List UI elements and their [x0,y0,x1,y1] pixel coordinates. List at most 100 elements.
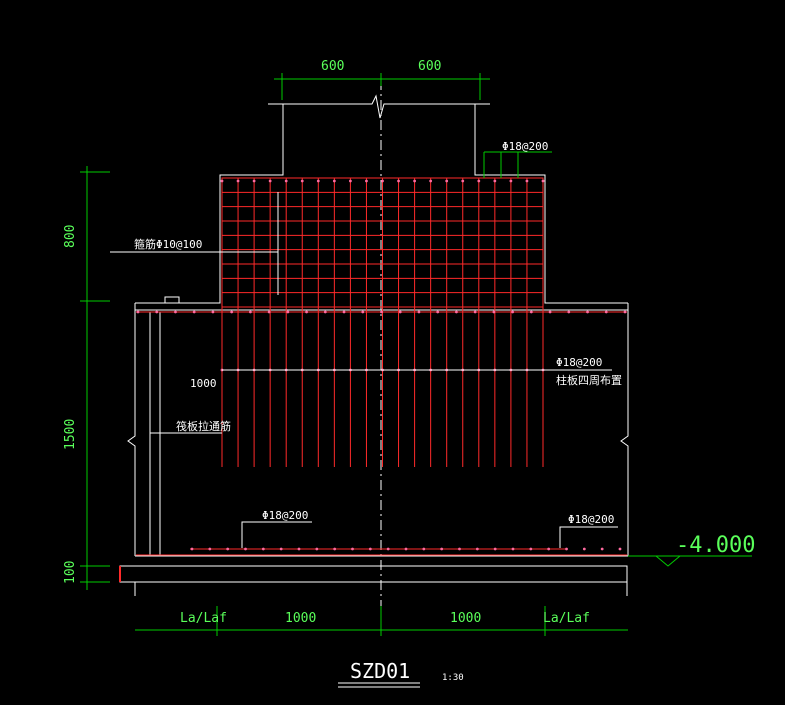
leader-bottom-right [559,526,618,548]
slab-bottom-bar-dot [297,547,301,551]
slab-top-bar-dot [492,310,496,314]
slab-bottom-bar-dot [458,547,461,551]
elev-triangle [655,555,681,567]
slab-bottom-bar-dot [351,547,354,551]
cage-top-bar-dot [493,179,497,183]
column-stub-left [135,103,284,304]
cage-top-bar-dot [413,179,416,183]
slab-bottom-bar-dot [547,547,551,551]
cage-top-bar-dot [365,179,368,183]
column-rebar-note: 柱板四周布置 [556,373,622,387]
slab-top-bar-dot [211,310,215,314]
cage-top-bar-dot [332,179,336,183]
label-texts: Φ18@200 箍筋Φ10@100 1000 Φ18@200 柱板四周布置 筏板… [134,140,622,526]
dimension-lines [80,73,752,636]
slab-bottom-bar-dot [208,547,212,551]
cage-top-bar-dot [220,179,224,183]
slab-top-bar-dot [473,310,477,314]
slab-bottom-bar-dot [190,547,194,551]
slab-bottom-bar-dot [600,547,604,551]
cage-top-bar-dot [397,179,400,183]
slab-left-edge [127,303,136,556]
dim-bottom-left-text: 1000 [285,611,316,626]
drawing-scale: 1:30 [442,673,464,683]
slab-top-bar-dot [192,310,196,314]
slab-top-bar-dot [398,310,402,314]
top-rebar-label: Φ18@200 [502,140,548,153]
cage-top-bar-dot [509,179,513,183]
cage-top-bar-dot [381,179,384,183]
slab-top-bar-dot [586,310,589,314]
dim-left-middle-text: 1500 [63,419,78,450]
dim-bottom-right-text: 1000 [450,611,481,626]
slab-top-bar-dot [286,310,290,314]
slab-bottom-bar-dot [315,547,319,551]
slab-top-bar-dot [380,310,383,314]
slab-top-bar-dot [136,310,140,314]
slab-bottom-bar-dot [529,547,533,551]
cage-top-bar-dot [236,179,240,183]
slab-bottom-bar-dot [582,547,586,551]
slab-top-bar-dot [455,310,458,314]
slab-bottom-bar-dot [244,547,247,551]
stirrup-label: 箍筋Φ10@100 [134,237,202,251]
slab-bottom-bar-dot [404,547,408,551]
drawing-title: SZD01 [350,659,410,683]
column-stub-right [474,103,628,304]
slab-top-bar-dot [511,310,515,314]
dim-top-left-text: 600 [321,59,344,74]
slab-top-bar-dot [436,310,440,314]
cage-top-bar-dot [445,179,449,183]
slab-top-bar-dot [174,310,177,314]
slab-top-bar-dot [623,310,627,314]
slab-bottom-bar-dot [261,547,265,551]
slab-top-bar-dot [342,310,346,314]
side-note-label: 筏板拉通筋 [176,419,231,433]
cage-top-bar-dot [525,179,529,183]
title-block: SZD01 1:30 [338,659,464,688]
cage-top-bar-dot [268,179,272,183]
slab-bottom-bar-dot [368,547,372,551]
slab-top-bar-dot [230,310,234,314]
slab-top-bar-dot [529,310,533,314]
leader-bottom-left [241,521,312,548]
elevation-text: -4.000 [676,533,755,558]
cage-top-bar-dot [316,179,320,183]
dim-left-lower-text: 100 [63,561,78,584]
slab-bottom-bar-dot [386,547,390,551]
leader-lines [110,192,618,548]
cage-top-bar-dot [477,179,481,183]
dim-top-right-text: 600 [418,59,441,74]
slab-bottom-bar-dot [226,547,230,551]
slab-top-bar-dot [248,310,252,314]
slab-bottom-bar-dot [493,547,497,551]
dim-bottom-anchor-right-text: La/Laf [543,611,590,626]
cage-top-bar-dot [429,179,433,183]
slab-top-bar-dot [155,310,159,314]
bottom-rebar-right-label: Φ18@200 [568,513,614,526]
slab-bottom-bar-dot [422,547,426,551]
middle-value-label: 1000 [190,377,217,390]
rebar-group [119,177,627,582]
slab-bottom-bar-dot [279,547,283,551]
cage-top-bar-dot [300,179,304,183]
slab-top-bar-dot [604,310,608,314]
dim-left-upper-text: 800 [63,225,78,248]
slab-bottom-bar-dot [618,547,622,551]
slab-bottom-bar-dot [333,547,337,551]
cage-top-bar-dot [349,179,352,183]
cage-top-bar-dot [252,179,256,183]
slab-right-edge [620,303,629,556]
dimension-texts: 600 600 800 1500 100 La/Laf 1000 1000 La… [63,59,755,626]
slab-top-bar-dot [567,310,571,314]
bottom-rebar-left-label: Φ18@200 [262,509,308,522]
cage-top-bar-dot [461,179,465,183]
small-block [164,296,180,304]
slab-top-bar-dot [323,310,327,314]
column-rebar-label: Φ18@200 [556,356,602,369]
slab-top-bar-dot [417,310,421,314]
slab-bottom-bar-dot [565,547,568,551]
slab-top-bar-dot [548,310,552,314]
